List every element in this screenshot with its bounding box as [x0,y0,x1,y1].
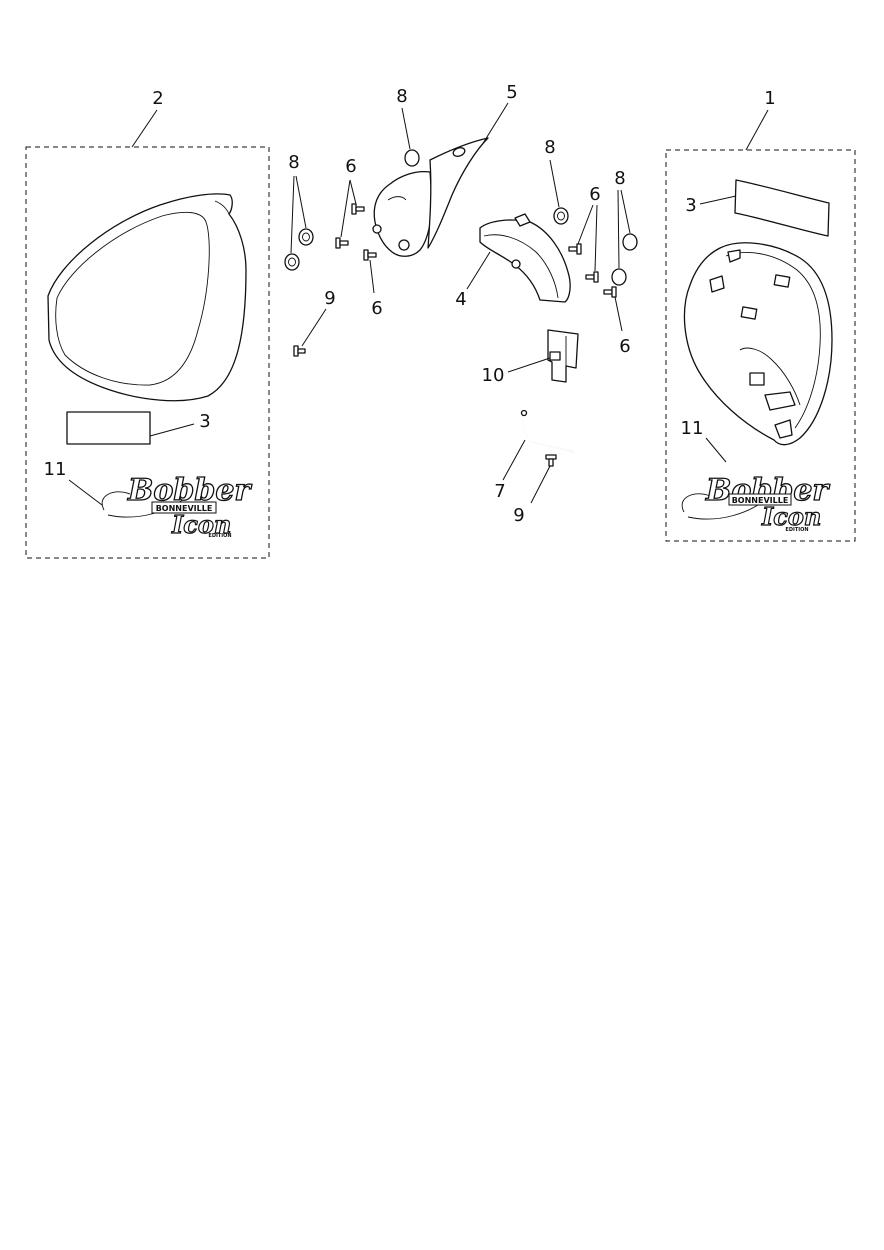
decal-edition-word: Icon [171,510,231,539]
leader-line-7 [502,439,526,481]
callout-9-a: 9 [324,288,335,309]
screw-part-6 [603,286,617,298]
leader-line-9-b [530,465,551,504]
leader-line-2 [131,109,158,148]
decal-edition-sub: EDITION [208,533,231,539]
bent-rod-part-7 [520,409,575,453]
screw-part-6 [568,243,582,255]
decal-script-word: Bobber [127,473,252,508]
decal-edition-sub: EDITION [785,527,808,533]
callout-1: 1 [764,88,775,109]
leader-line-6-a [349,179,357,205]
leader-line-1 [745,109,769,151]
leader-line-4 [466,251,491,290]
left-kit-dashed-box [25,146,270,559]
bobber-icon-decal-left: Bobber BONNEVILLE Icon EDITION [101,472,253,540]
callout-5: 5 [506,82,517,103]
callout-6-b: 6 [371,298,382,319]
callout-3-left: 3 [199,411,210,432]
screw-part-6 [585,271,599,283]
grommet-part-8 [298,228,314,246]
blank-label-3-right [734,179,830,237]
callout-11-right: 11 [681,418,704,439]
screw-part-9 [545,454,557,467]
leader-line-6-a-2 [340,179,351,238]
bracket-cover-part-4 [479,213,571,303]
callout-11-left: 11 [44,459,67,480]
grommet-part-8 [284,253,300,271]
leader-line-6-c [577,204,594,245]
screw-part-9 [293,345,306,357]
grommet-part-8 [611,268,627,286]
leader-line-8-c [549,159,560,208]
callout-2: 2 [152,88,163,109]
leader-line-11-left [68,479,103,506]
leader-line-6-d [614,296,623,332]
left-kit-group: 2 3 Bobber BONNEVILLE Icon EDITION 11 [25,88,270,559]
callout-7: 7 [494,481,505,502]
blank-label-3-left [66,411,151,445]
clip-part-10 [547,329,579,383]
leader-line-6-c-2 [594,204,598,272]
callout-4: 4 [455,289,466,310]
callout-10: 10 [482,365,505,386]
leader-line-9-a [301,308,327,347]
callout-6-a: 6 [345,156,356,177]
screw-part-6 [335,237,349,249]
callout-8-b: 8 [396,86,407,107]
leader-line-11-right [705,437,727,463]
decal-banner-word: BONNEVILLE [156,504,213,513]
leader-line-5 [481,102,509,146]
leader-line-8-d [620,189,631,234]
grommet-part-8 [622,233,638,251]
right-side-panel [683,242,833,446]
callout-8-d: 8 [614,168,625,189]
callout-8-c: 8 [544,137,555,158]
callout-8-a: 8 [288,152,299,173]
rear-cover-part-5 [372,137,489,257]
leader-line-8-a [295,175,307,229]
callout-6-d: 6 [619,336,630,357]
leader-line-3-left [149,423,195,437]
left-side-panel [47,193,247,402]
grommet-part-8 [404,149,420,167]
callout-6-c: 6 [589,184,600,205]
right-kit-group: 1 3 Bobber BONNEVILLE Icon EDITION [665,88,856,542]
leader-line-10 [507,357,551,373]
screw-part-6 [351,203,365,215]
callout-9-b: 9 [513,505,524,526]
bobber-icon-decal-right: Bobber BONNEVILLE Icon EDITION [681,472,831,533]
leader-line-3-right [699,195,737,205]
grommet-part-8 [553,207,569,225]
leader-line-8-d-2 [617,189,620,269]
callout-3-right: 3 [685,195,696,216]
decal-edition-word: Icon [761,502,821,531]
screw-part-6 [363,249,377,261]
right-kit-dashed-box [665,149,856,542]
leader-line-8-b [401,107,411,150]
decal-banner-word: BONNEVILLE [732,496,789,505]
leader-line-8-a-2 [290,175,295,254]
leader-line-6-b [369,259,375,294]
